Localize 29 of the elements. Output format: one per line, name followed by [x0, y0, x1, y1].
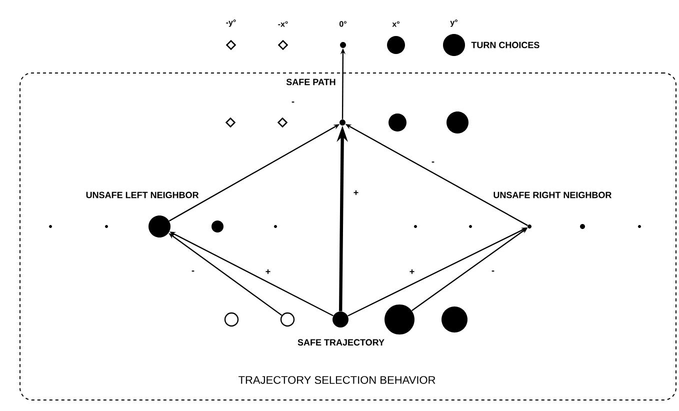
row-label: UNSAFE RIGHT NEIGHBOR — [494, 192, 612, 198]
dot — [384, 304, 414, 334]
node-label: x° — [392, 21, 400, 27]
edge-label: + — [408, 268, 416, 276]
dot — [388, 113, 406, 132]
dot — [443, 34, 465, 56]
edge-label: + — [352, 189, 360, 197]
dot — [442, 306, 468, 332]
frame-title: TRAJECTORY SELECTION BEHAVIOR — [238, 376, 436, 384]
edge-label: - — [430, 160, 436, 166]
node-label: -y° — [226, 20, 236, 27]
dot — [387, 36, 405, 54]
dashed-frame — [20, 72, 676, 400]
row-label: UNSAFE LEFT NEIGHBOR — [86, 192, 199, 198]
circle-marker — [280, 312, 295, 327]
dot — [148, 215, 170, 238]
edge-label: - — [490, 270, 496, 274]
row-label: SAFE TRAJECTORY — [298, 339, 384, 346]
edge-label: - — [290, 100, 296, 106]
circle-marker — [224, 312, 239, 327]
edge-label: + — [264, 268, 272, 276]
node-label: 0° — [340, 21, 346, 27]
node-label: y° — [450, 20, 458, 27]
dot — [332, 311, 348, 328]
row-label: SAFE PATH — [286, 78, 336, 86]
dot — [446, 112, 468, 134]
node-label: -x° — [278, 21, 288, 27]
dot — [212, 220, 224, 232]
edge-label: - — [190, 270, 196, 274]
